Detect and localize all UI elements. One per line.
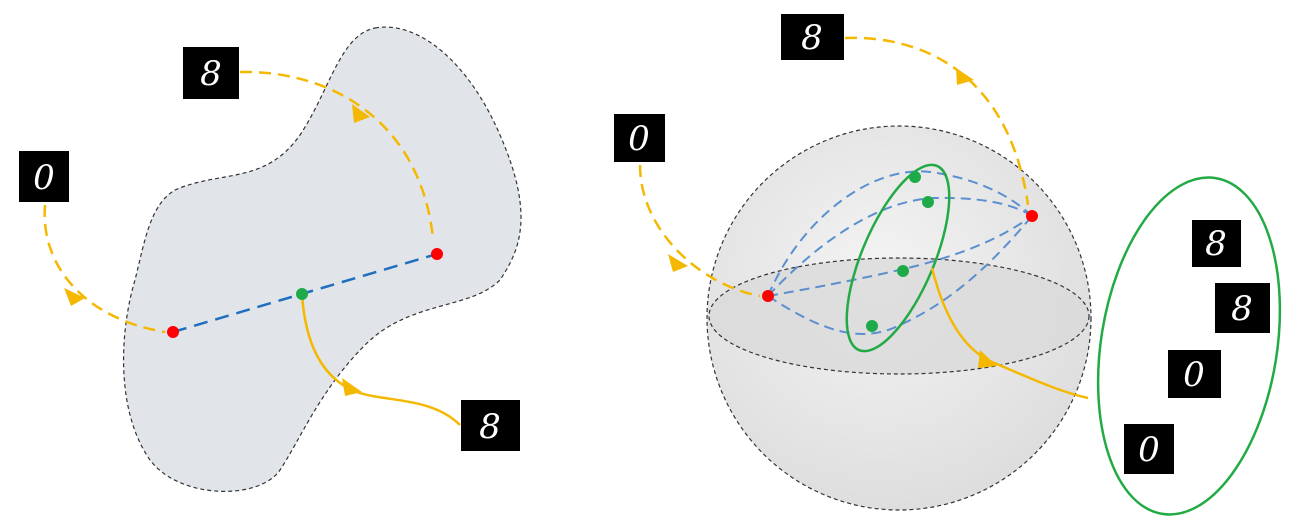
equator-plane [708, 257, 1090, 375]
left-thumb-eight: 8 [183, 47, 239, 99]
left-arrow-head-eight [352, 104, 370, 123]
latent-manifold-shape [122, 26, 522, 492]
left-green-interp-point [296, 288, 308, 300]
left-panel: 8 0 8 [19, 26, 522, 492]
left-arrow-head-output [342, 378, 362, 396]
left-arrow-head-zero [64, 288, 85, 306]
group-thumb-4-digit: 0 [1138, 430, 1160, 470]
right-green-sample-2 [922, 196, 934, 208]
right-green-sample-3 [897, 265, 909, 277]
right-red-point-eight [1026, 210, 1038, 222]
right-arrow-head-eight [956, 68, 974, 85]
right-green-sample-4 [866, 320, 878, 332]
group-thumb-3: 0 [1168, 350, 1221, 398]
left-thumb-output-digit: 8 [479, 407, 501, 447]
left-thumb-zero-digit: 0 [33, 158, 55, 198]
left-thumb-zero: 0 [19, 151, 69, 202]
left-thumb-eight-digit: 8 [200, 54, 222, 94]
left-red-point-eight [431, 248, 443, 260]
left-red-point-zero [167, 326, 179, 338]
geodesic-path-4 [767, 215, 1033, 335]
left-arrow-eight-to-point [239, 70, 435, 239]
group-thumb-1: 8 [1192, 220, 1241, 267]
left-thumb-output: 8 [461, 400, 520, 451]
group-thumb-4: 0 [1124, 424, 1174, 474]
geodesic-path-3 [767, 215, 1033, 297]
right-thumb-eight-digit: 8 [801, 18, 823, 58]
right-red-point-zero [762, 290, 774, 302]
right-thumb-zero: 0 [614, 114, 665, 162]
right-thumb-zero-digit: 0 [628, 119, 650, 159]
right-green-sample-1 [909, 171, 921, 183]
right-arrow-head-group [978, 350, 997, 368]
left-arrow-zero-to-point [43, 204, 166, 334]
group-thumb-3-digit: 0 [1183, 355, 1205, 395]
group-thumb-2: 8 [1215, 283, 1270, 333]
right-thumb-eight: 8 [781, 14, 844, 60]
group-thumb-1-digit: 8 [1205, 224, 1227, 264]
sample-group-ellipse [845, 163, 951, 353]
right-panel: 8 0 8 8 0 0 [614, 14, 1282, 516]
right-arrow-head-zero [668, 254, 688, 272]
right-arrow-zero-to-point [638, 164, 761, 298]
group-thumb-2-digit: 8 [1231, 289, 1253, 329]
output-group-ellipse [1096, 176, 1282, 516]
